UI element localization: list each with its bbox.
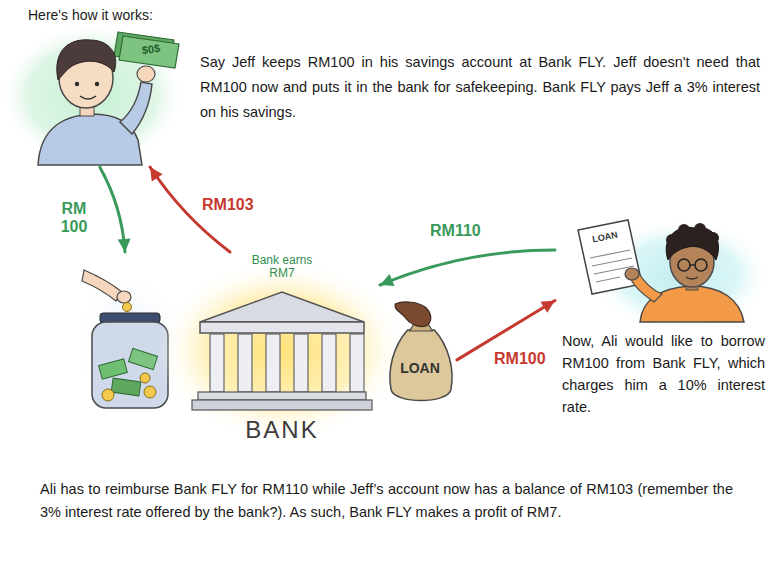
arrow-head: [150, 167, 163, 181]
bank-building: [198, 392, 366, 400]
bank-building: [157, 260, 407, 440]
ali-figure: [678, 224, 690, 236]
bank-building: [294, 334, 308, 392]
description-text: Now, Ali would like to borrow RM100 from…: [562, 330, 765, 418]
jeff-figure: [57, 40, 116, 80]
ali-figure: [694, 223, 706, 235]
jeff-figure: [0, 23, 184, 167]
jeff-figure: [119, 36, 179, 68]
bank-building: [200, 292, 364, 322]
jeff-figure: [75, 82, 79, 86]
flow-label: RM100: [492, 350, 548, 368]
flow-line: [380, 250, 555, 285]
money-jar: [123, 303, 132, 312]
ali-figure: [690, 264, 695, 265]
ali-group: LOAN Now, Ali would like to borrow RM100 …: [555, 215, 767, 421]
ali-figure: [695, 259, 707, 271]
money-jar: [82, 270, 122, 301]
bank-building: [238, 334, 252, 392]
arrow-head: [541, 300, 555, 312]
jeff-figure: [137, 66, 155, 82]
bank-building: [322, 334, 336, 392]
bag-text: LOAN: [385, 360, 455, 376]
description-text: Say Jeff keeps RM100 in his savings acco…: [200, 50, 760, 125]
bank-building: [350, 334, 364, 392]
page-heading: Here's how it works:: [28, 6, 153, 24]
money-jar: [102, 389, 114, 401]
ali-figure: [686, 277, 698, 279]
loan-bag: [395, 302, 431, 327]
flow-arrow: [100, 167, 131, 252]
ali-figure: [666, 227, 718, 260]
loan-bag-box: LOAN: [385, 300, 457, 405]
jeff-figure: [120, 82, 152, 134]
flow-label: RM103: [200, 196, 256, 214]
earnings-note: Bank earns RM7: [242, 254, 322, 280]
ali-figure: [666, 234, 678, 246]
bank-building: [210, 334, 224, 392]
explanation-text: Ali has to reimburse Bank FLY for RM110 …: [40, 478, 733, 524]
jeff-figure: [95, 82, 99, 86]
arrow-head: [118, 239, 131, 252]
paper-text: LOAN: [584, 228, 625, 247]
loan-bag: [385, 300, 457, 405]
money-jar: [111, 378, 141, 396]
money-jar: [117, 291, 131, 303]
flow-label: RM 100: [52, 200, 96, 236]
flow-label: RM110: [428, 222, 483, 240]
money-jar: [144, 386, 156, 398]
ali-figure: [678, 259, 690, 271]
bank-building: [200, 322, 364, 333]
ali-figure: [578, 219, 770, 331]
bank-building: [266, 334, 280, 392]
bank-group: Bank earns RM7BANK: [80, 252, 380, 452]
money-jar: [140, 373, 150, 383]
bank-building: [157, 260, 407, 440]
flow-arrow: [380, 250, 555, 286]
ali-figure: [707, 232, 719, 244]
bank-building: [192, 400, 372, 410]
jeff-figure: [0, 23, 184, 167]
bank-sign: BANK: [222, 416, 342, 444]
jeff-figure: [80, 96, 96, 99]
money-jar: [99, 359, 128, 379]
jeff-group: Say Jeff keeps RM100 in his savings acco…: [15, 22, 765, 167]
money-jar: [128, 348, 157, 369]
money-jar: [92, 322, 168, 408]
ali-figure: [625, 268, 639, 280]
arrow-head: [380, 274, 395, 286]
